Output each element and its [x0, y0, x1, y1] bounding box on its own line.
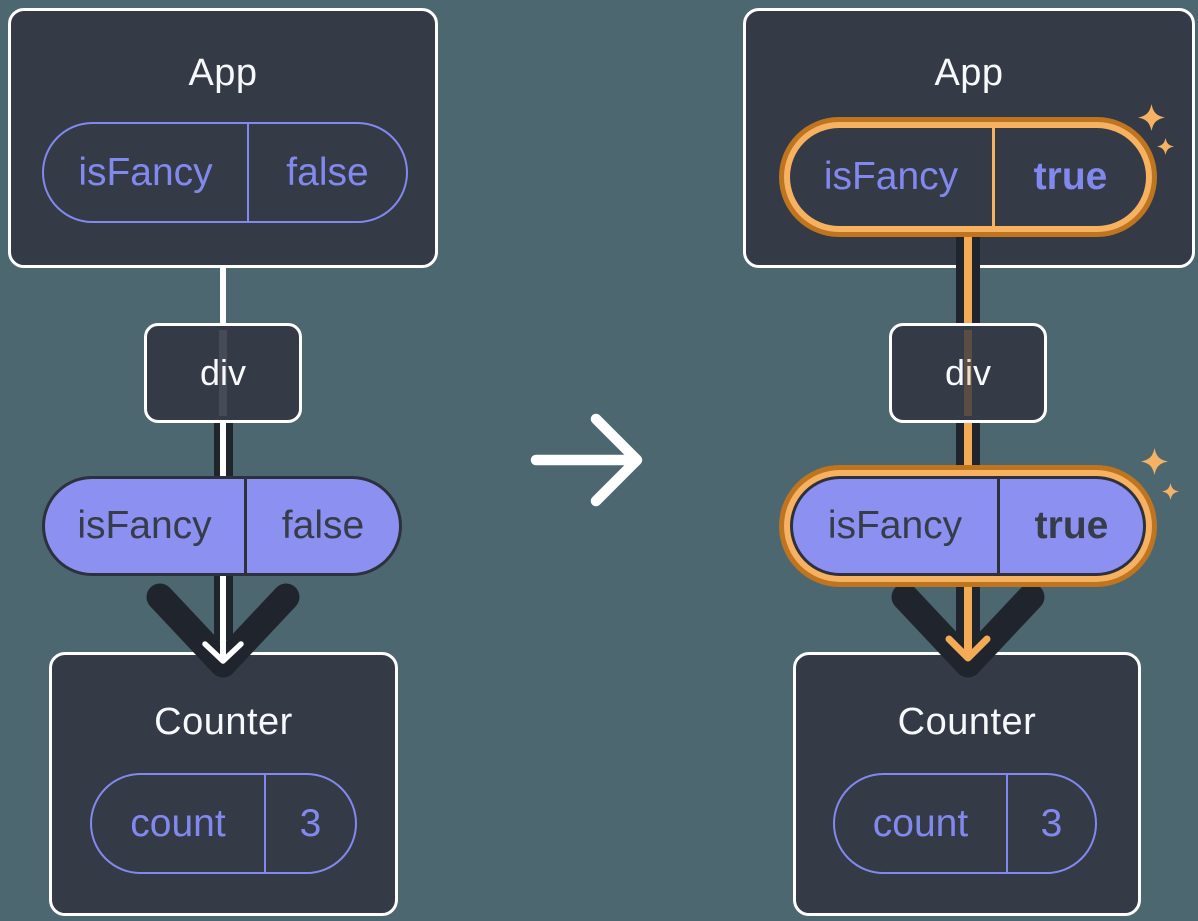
state-pill-counter-before: count 3 — [90, 773, 357, 874]
state-name: count — [92, 775, 266, 872]
transition-right-arrow-icon — [530, 413, 643, 507]
arrow-head-orange-icon — [945, 635, 991, 662]
connector-through-div-after — [964, 330, 972, 416]
passed-prop-pill-after-highlighted: isFancy true — [790, 476, 1146, 576]
sparkle-icon — [1141, 448, 1168, 475]
div-node-after: div — [889, 323, 1047, 423]
arrow-head-white-icon — [202, 641, 244, 664]
sparkle-icon — [1138, 104, 1165, 131]
prop-pill-app-after-highlighted: isFancy true — [790, 128, 1146, 226]
passed-prop-pill-before: isFancy false — [42, 476, 402, 576]
prop-value: false — [281, 504, 365, 547]
prop-value: true — [1034, 504, 1109, 547]
app-title-after: App — [934, 52, 1004, 94]
div-label-before: div — [199, 352, 247, 393]
state-pill-counter-after: count 3 — [833, 773, 1097, 874]
prop-name: isFancy — [44, 124, 249, 221]
app-title-before: App — [188, 52, 258, 94]
connector-app-to-div-before — [220, 266, 226, 326]
arrow-chevron-dark-icon — [891, 583, 1045, 678]
arrow-chevron-dark-icon — [146, 583, 300, 678]
div-label-after: div — [944, 352, 992, 393]
connector-through-div-before — [219, 330, 227, 416]
prop-pill-app-before: isFancy false — [42, 122, 408, 223]
state-value: 3 — [299, 801, 322, 845]
prop-name: isFancy — [790, 128, 995, 226]
prop-name: isFancy — [45, 479, 247, 573]
arrow-core-line-after — [964, 222, 972, 659]
div-node-before: div — [144, 323, 302, 423]
sparkle-icon — [1157, 138, 1174, 155]
prop-value: true — [1033, 155, 1108, 198]
sparkle-icon — [1162, 483, 1179, 500]
state-value: 3 — [1040, 801, 1063, 845]
state-name: count — [835, 775, 1008, 872]
prop-name: isFancy — [793, 479, 1000, 573]
counter-title-after: Counter — [897, 701, 1037, 743]
counter-title-before: Counter — [154, 701, 293, 743]
prop-value: false — [286, 150, 369, 194]
